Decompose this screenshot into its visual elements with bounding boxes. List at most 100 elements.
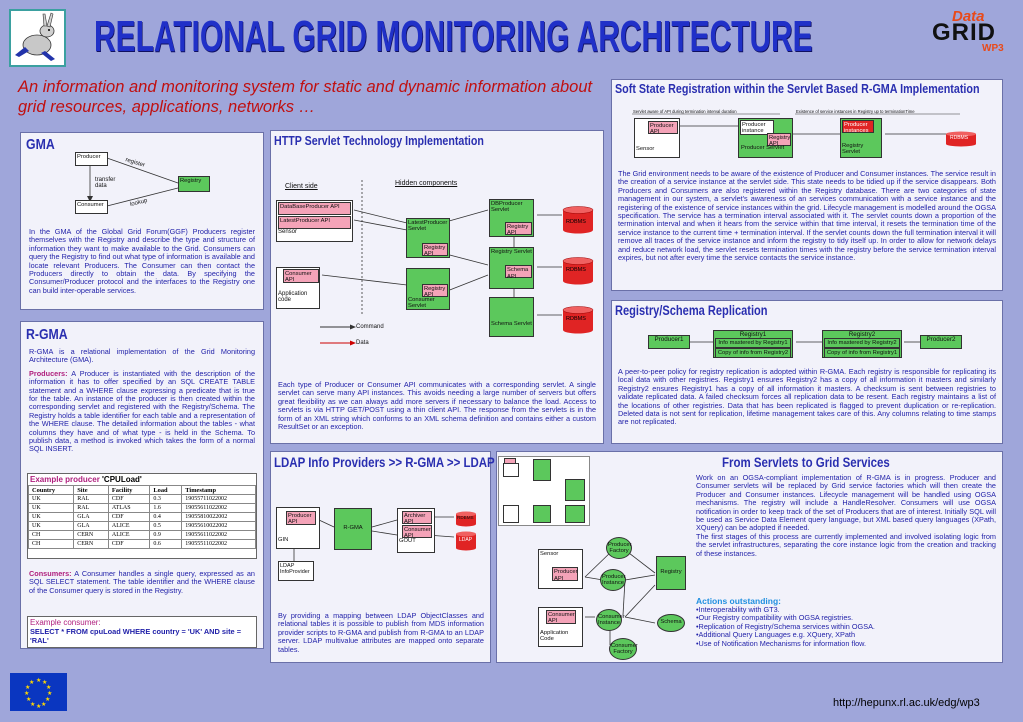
- svg-text:★: ★: [45, 696, 50, 703]
- rdbms-cylinder-1: [562, 206, 594, 234]
- rdbms-label-1: RDBMS: [566, 219, 586, 225]
- page-title: RELATIONAL GRID MONITORING ARCHITECTURE: [94, 12, 813, 61]
- svg-text:★: ★: [41, 701, 46, 708]
- ogsa-app-code-box: Consumer API Application Code: [538, 607, 583, 647]
- ldap-rgma-box: R-GMA: [334, 508, 372, 550]
- http-title: HTTP Servlet Technology Implementation: [274, 133, 484, 148]
- ldap-consumer-api-box: Consumer API: [402, 525, 432, 540]
- replication-title: Registry/Schema Replication: [615, 303, 768, 318]
- ogsa-schema: Schema: [657, 614, 685, 632]
- rdbms-label-2: RDBMS: [566, 267, 586, 273]
- mini-box-1: [503, 463, 519, 477]
- ldap-server-cylinder: [456, 531, 476, 551]
- registry-servlet-label: Registry Servlet: [491, 249, 532, 255]
- ogsa-text-2: The first stages of this process are cur…: [696, 531, 996, 558]
- table-cell: ATLAS: [107, 503, 151, 513]
- table-cell: 19055611022002: [181, 503, 256, 513]
- soft-state-text: The Grid environment needs to be aware o…: [618, 169, 996, 263]
- consumer-servlet-box: Registry API Consumer Servlet: [406, 268, 450, 310]
- hidden-components-label: Hidden components: [395, 180, 458, 187]
- rdbms-cylinder-3: [562, 306, 594, 334]
- svg-text:★: ★: [46, 684, 51, 691]
- ldap-rdbms-cylinder: [456, 511, 476, 527]
- soft-producer-servlet-box: Producer instance Registry API Producer …: [738, 118, 793, 158]
- table-cell: 0.5: [149, 521, 183, 531]
- soft-state-title: Soft State Registration within the Servl…: [615, 82, 980, 96]
- rgma-producers-label: Producers:: [29, 368, 68, 378]
- table-cell: GLA: [73, 512, 109, 522]
- soft-rdbms-label: RDBMS: [950, 135, 969, 141]
- soft-state-lines: [632, 113, 960, 135]
- ldap-gin-label: GIN: [278, 537, 289, 543]
- replication-panel: [611, 300, 1003, 444]
- example-consumer-box: Example consumer: SELECT * FROM cpuLoad …: [27, 616, 257, 648]
- command-legend: Command: [356, 324, 384, 330]
- table-header-cell: Timestamp: [181, 485, 256, 495]
- ldap-archiver-api-box: Archiver API: [402, 511, 432, 525]
- svg-text:★: ★: [30, 701, 35, 708]
- table-cell: CDF: [107, 539, 151, 549]
- table-cell: CH: [27, 539, 75, 549]
- action-item: •Use of Notification Mechanisms for info…: [696, 638, 867, 648]
- ldap-text: By providing a mapping between LDAP Obje…: [278, 611, 484, 654]
- soft-state-panel: [611, 79, 1003, 291]
- ldap-gout-box: Archiver API Consumer API GOUT: [397, 508, 435, 553]
- rdbms-cylinder-2: [562, 257, 594, 285]
- mini-box-2: [504, 458, 516, 464]
- gma-panel: [20, 132, 264, 310]
- schema-servlet-label: Schema Servlet: [491, 321, 532, 327]
- table-cell: ALICE: [107, 530, 151, 540]
- logo-grid-text: GRID: [932, 19, 996, 46]
- replication-text: A peer-to-peer policy for registry repli…: [618, 367, 996, 427]
- schema-servlet-box: Schema Servlet: [489, 297, 534, 337]
- rabbit-logo: [9, 9, 66, 67]
- table-cell: 19055610022002: [181, 521, 256, 531]
- gma-producer-box: Producer: [75, 152, 108, 166]
- latest-producer-servlet-label: LatestProducer Servlet: [408, 220, 448, 233]
- ldap-gin-box: Producer API GIN: [276, 507, 320, 549]
- action-item: •Additional Query Languages e.g. XQuery,…: [696, 630, 855, 640]
- table-cell: 1.6: [149, 503, 183, 513]
- gma-consumer-box: Consumer: [75, 200, 108, 214]
- gma-transfer-label: transfer data: [95, 177, 116, 189]
- table-cell: UK: [27, 494, 75, 504]
- ogsa-consumer-factory: Consumer Factory: [609, 638, 638, 660]
- svg-text:★: ★: [24, 690, 29, 697]
- svg-text:★: ★: [36, 703, 41, 710]
- registry1-master-box: Info mastered by Registry1: [715, 338, 791, 349]
- table-cell: 0.4: [149, 512, 183, 522]
- table-cell: 19055511022002: [181, 539, 256, 549]
- table-cell: 19055611022002: [181, 530, 256, 540]
- registry2-label: Registry2: [848, 331, 876, 338]
- table-header-cell: Load: [149, 485, 183, 495]
- rdbms-label-3: RDBMS: [566, 316, 586, 322]
- http-registry-api-box-2: Registry API: [422, 284, 448, 298]
- logo-wp3-text: WP3: [982, 43, 1004, 54]
- ldap-rdbms-label: RDBMS: [457, 515, 474, 520]
- soft-producer-instance-box: Producer instance: [740, 120, 774, 135]
- ogsa-consumer-instance: Consumer Instance: [596, 609, 625, 631]
- ldap-panel: [270, 451, 491, 663]
- replication-registry2-box: Registry2 Info mastered by Registry2 Cop…: [822, 330, 902, 359]
- example-producer-label: Example producer: [30, 475, 103, 484]
- soft-sensor-box: Producer API Sensor: [634, 118, 680, 158]
- rgma-title: R-GMA: [26, 326, 68, 343]
- svg-text:★: ★: [25, 684, 30, 691]
- action-item: •Replication of Registry/Schema services…: [696, 621, 875, 631]
- gma-diagram: [87, 157, 179, 207]
- http-sensor-label: Sensor: [278, 229, 298, 235]
- eu-flag: ★★★ ★★★ ★★★ ★★★: [10, 673, 67, 711]
- table-cell: UK: [27, 512, 75, 522]
- footer-url[interactable]: http://hepunx.rl.ac.uk/edg/wp3: [833, 697, 980, 709]
- ogsa-title: From Servlets to Grid Services: [722, 454, 890, 470]
- soft-registry-servlet-box: Producer instances Registry Servlet: [840, 118, 882, 158]
- http-app-code-box: Consumer API Application code: [276, 267, 320, 309]
- consumer-servlet-label: Consumer Servlet: [408, 297, 435, 310]
- table-cell: 19055711022002: [181, 494, 256, 504]
